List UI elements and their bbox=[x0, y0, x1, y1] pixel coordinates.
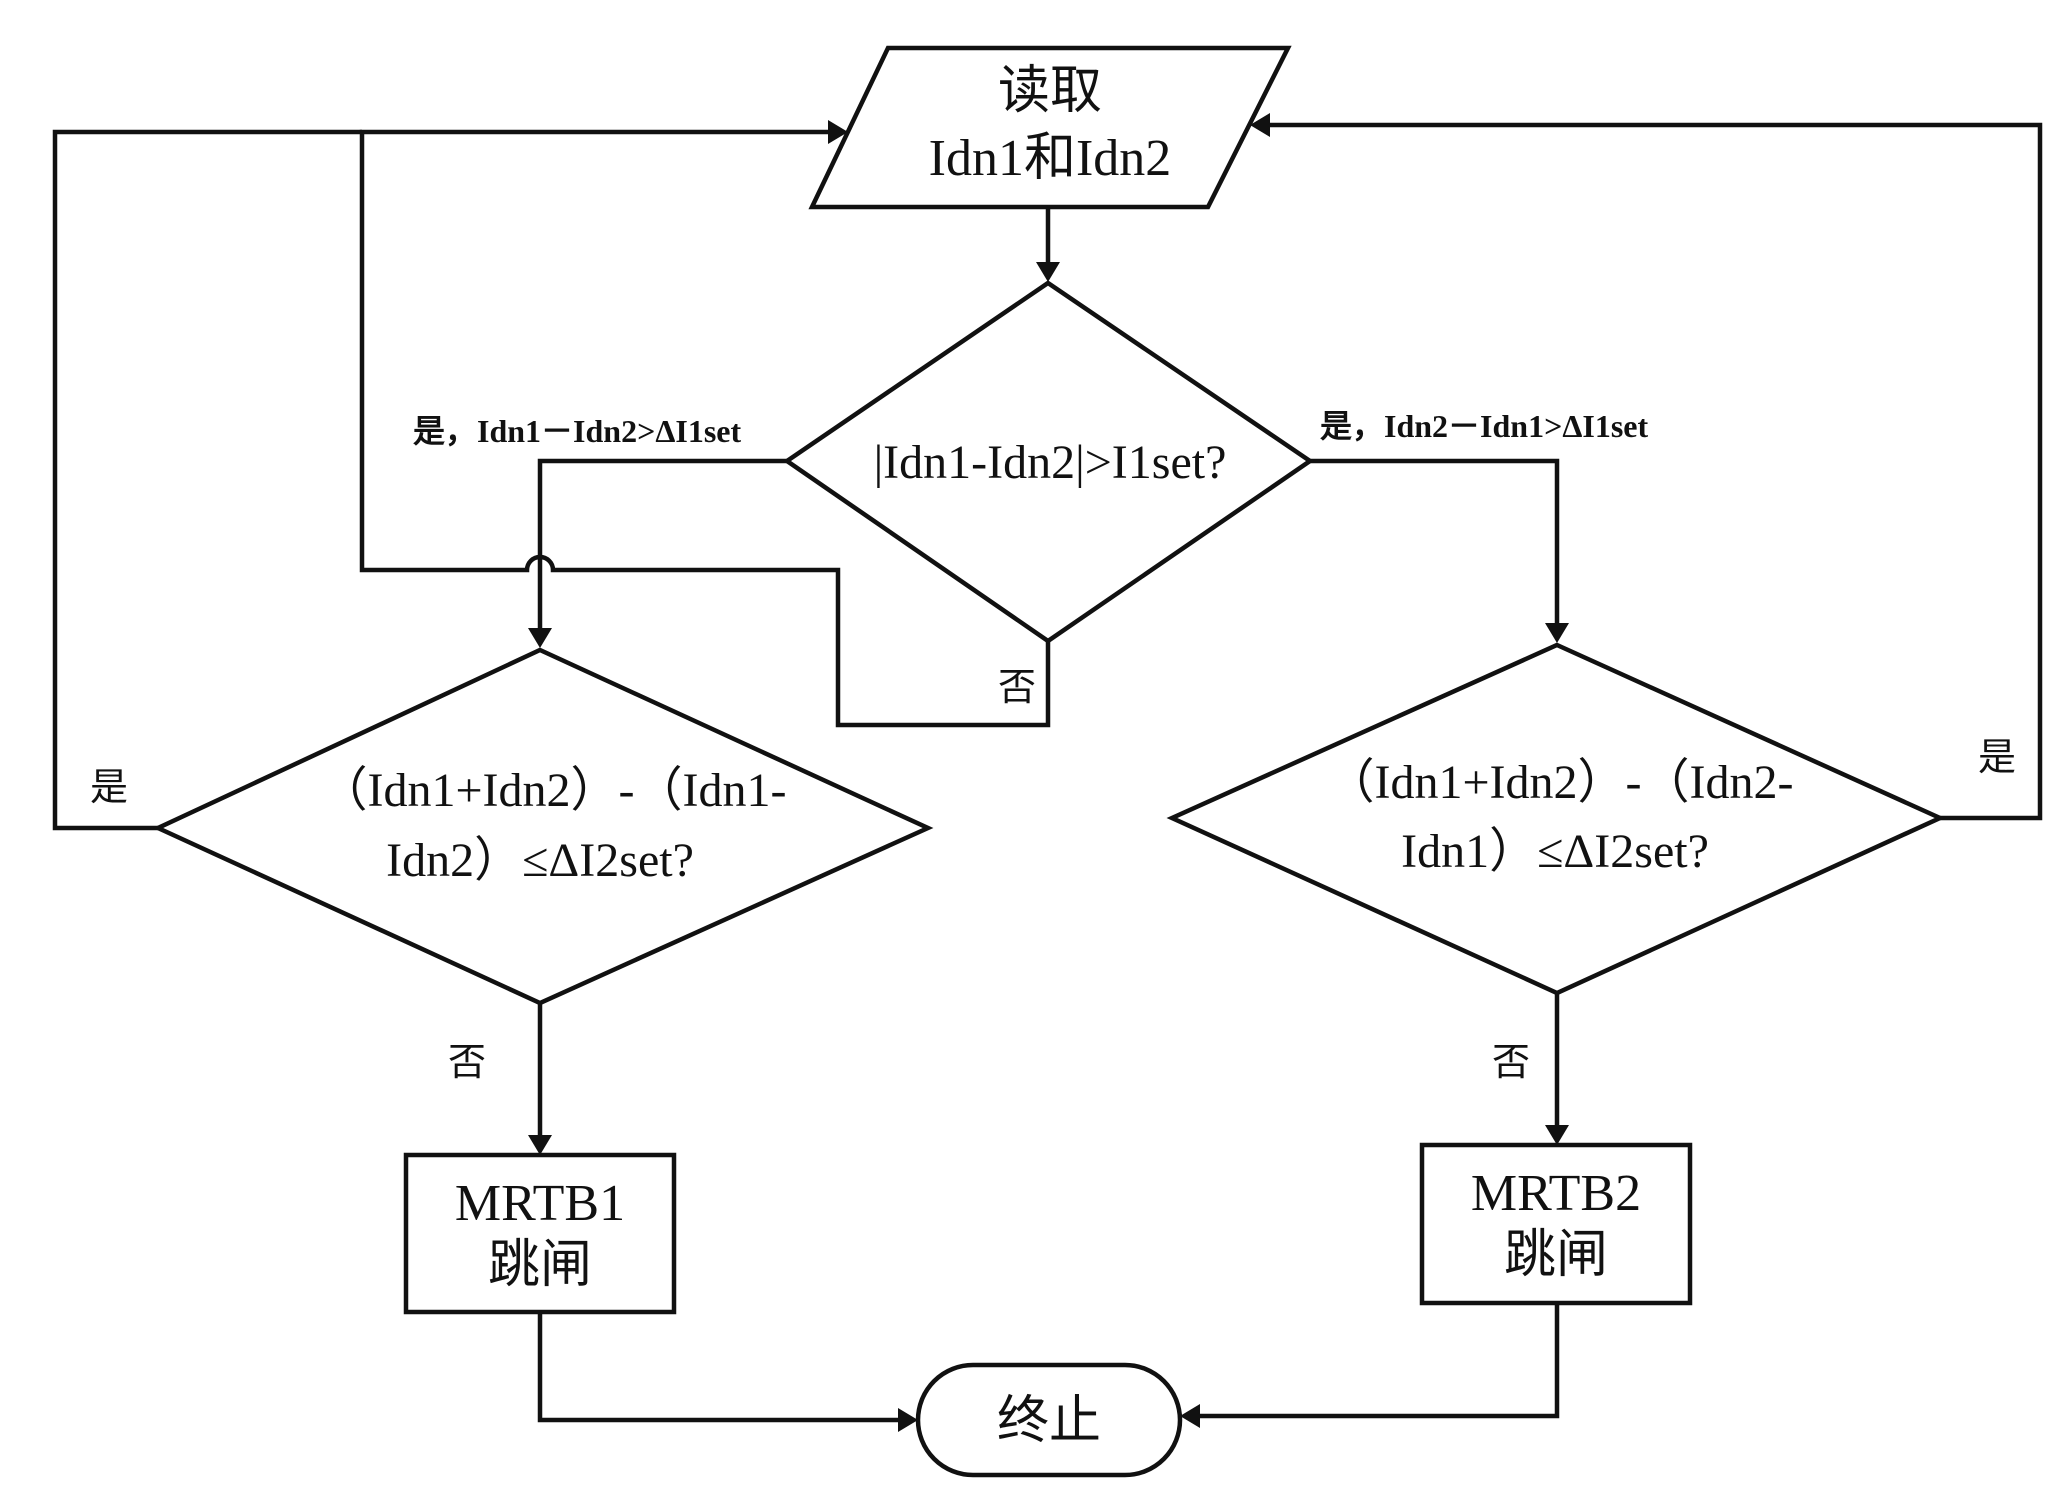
arrowhead bbox=[1036, 262, 1060, 282]
read-input-line1: 读取 bbox=[998, 63, 1102, 120]
trip2-node bbox=[1419, 1142, 1693, 1306]
label-left-no: 否 bbox=[448, 1040, 486, 1084]
connector-trip1-to-end bbox=[537, 1312, 898, 1423]
arrowhead bbox=[528, 1135, 552, 1155]
label-right-no: 否 bbox=[1492, 1040, 1530, 1084]
label-right-yes: 是 bbox=[1978, 735, 2016, 779]
read-input-line2: Idn1和Idn2 bbox=[929, 130, 1172, 187]
arrowhead bbox=[828, 120, 848, 144]
label-main-yes-right: 是，Idn2－Idn1>ΔI1set bbox=[1320, 408, 1649, 444]
arrowhead bbox=[1250, 113, 1270, 137]
end-node bbox=[915, 1362, 1183, 1478]
arrowhead bbox=[1545, 623, 1569, 643]
main-decision-node bbox=[783, 280, 1314, 644]
connector-trip2-to-end bbox=[1200, 1303, 1560, 1419]
right-decision-line2: Idn1）≤ΔI2set? bbox=[1401, 825, 1709, 878]
end-node-text: 终止 bbox=[997, 1393, 1101, 1450]
left-decision-line1: （Idn1+Idn2）-（Idn1- bbox=[320, 764, 787, 817]
left-decision-line2: Idn2）≤ΔI2set? bbox=[386, 834, 694, 887]
connector-main-yes-right bbox=[1310, 458, 1560, 623]
label-main-no: 否 bbox=[998, 665, 1036, 709]
arrowhead bbox=[528, 628, 552, 648]
trip1-node bbox=[403, 1152, 677, 1315]
label-left-yes: 是 bbox=[90, 765, 128, 809]
arrowhead bbox=[898, 1408, 918, 1432]
trip2-line1: MRTB2 bbox=[1471, 1165, 1641, 1222]
read-input-node bbox=[808, 45, 1292, 210]
connector-main-yes-left bbox=[537, 458, 787, 628]
trip1-line2: 跳闸 bbox=[488, 1237, 592, 1294]
connector-main-no-loop bbox=[359, 129, 1051, 728]
label-main-yes-left: 是，Idn1－Idn2>ΔI1set bbox=[413, 413, 742, 449]
right-decision-line1: （Idn1+Idn2）-（Idn2- bbox=[1327, 756, 1794, 809]
right-decision-node bbox=[1166, 642, 1946, 996]
trip1-line1: MRTB1 bbox=[455, 1175, 625, 1232]
left-decision-node bbox=[152, 647, 934, 1006]
arrowhead bbox=[1180, 1404, 1200, 1428]
connector-left-yes-loop bbox=[52, 129, 362, 831]
main-decision-text: |Idn1-Idn2|>I1set? bbox=[874, 436, 1227, 489]
arrowhead bbox=[1545, 1125, 1569, 1145]
connector-right-yes-loop bbox=[1270, 122, 2043, 821]
trip2-line2: 跳闸 bbox=[1504, 1227, 1608, 1284]
